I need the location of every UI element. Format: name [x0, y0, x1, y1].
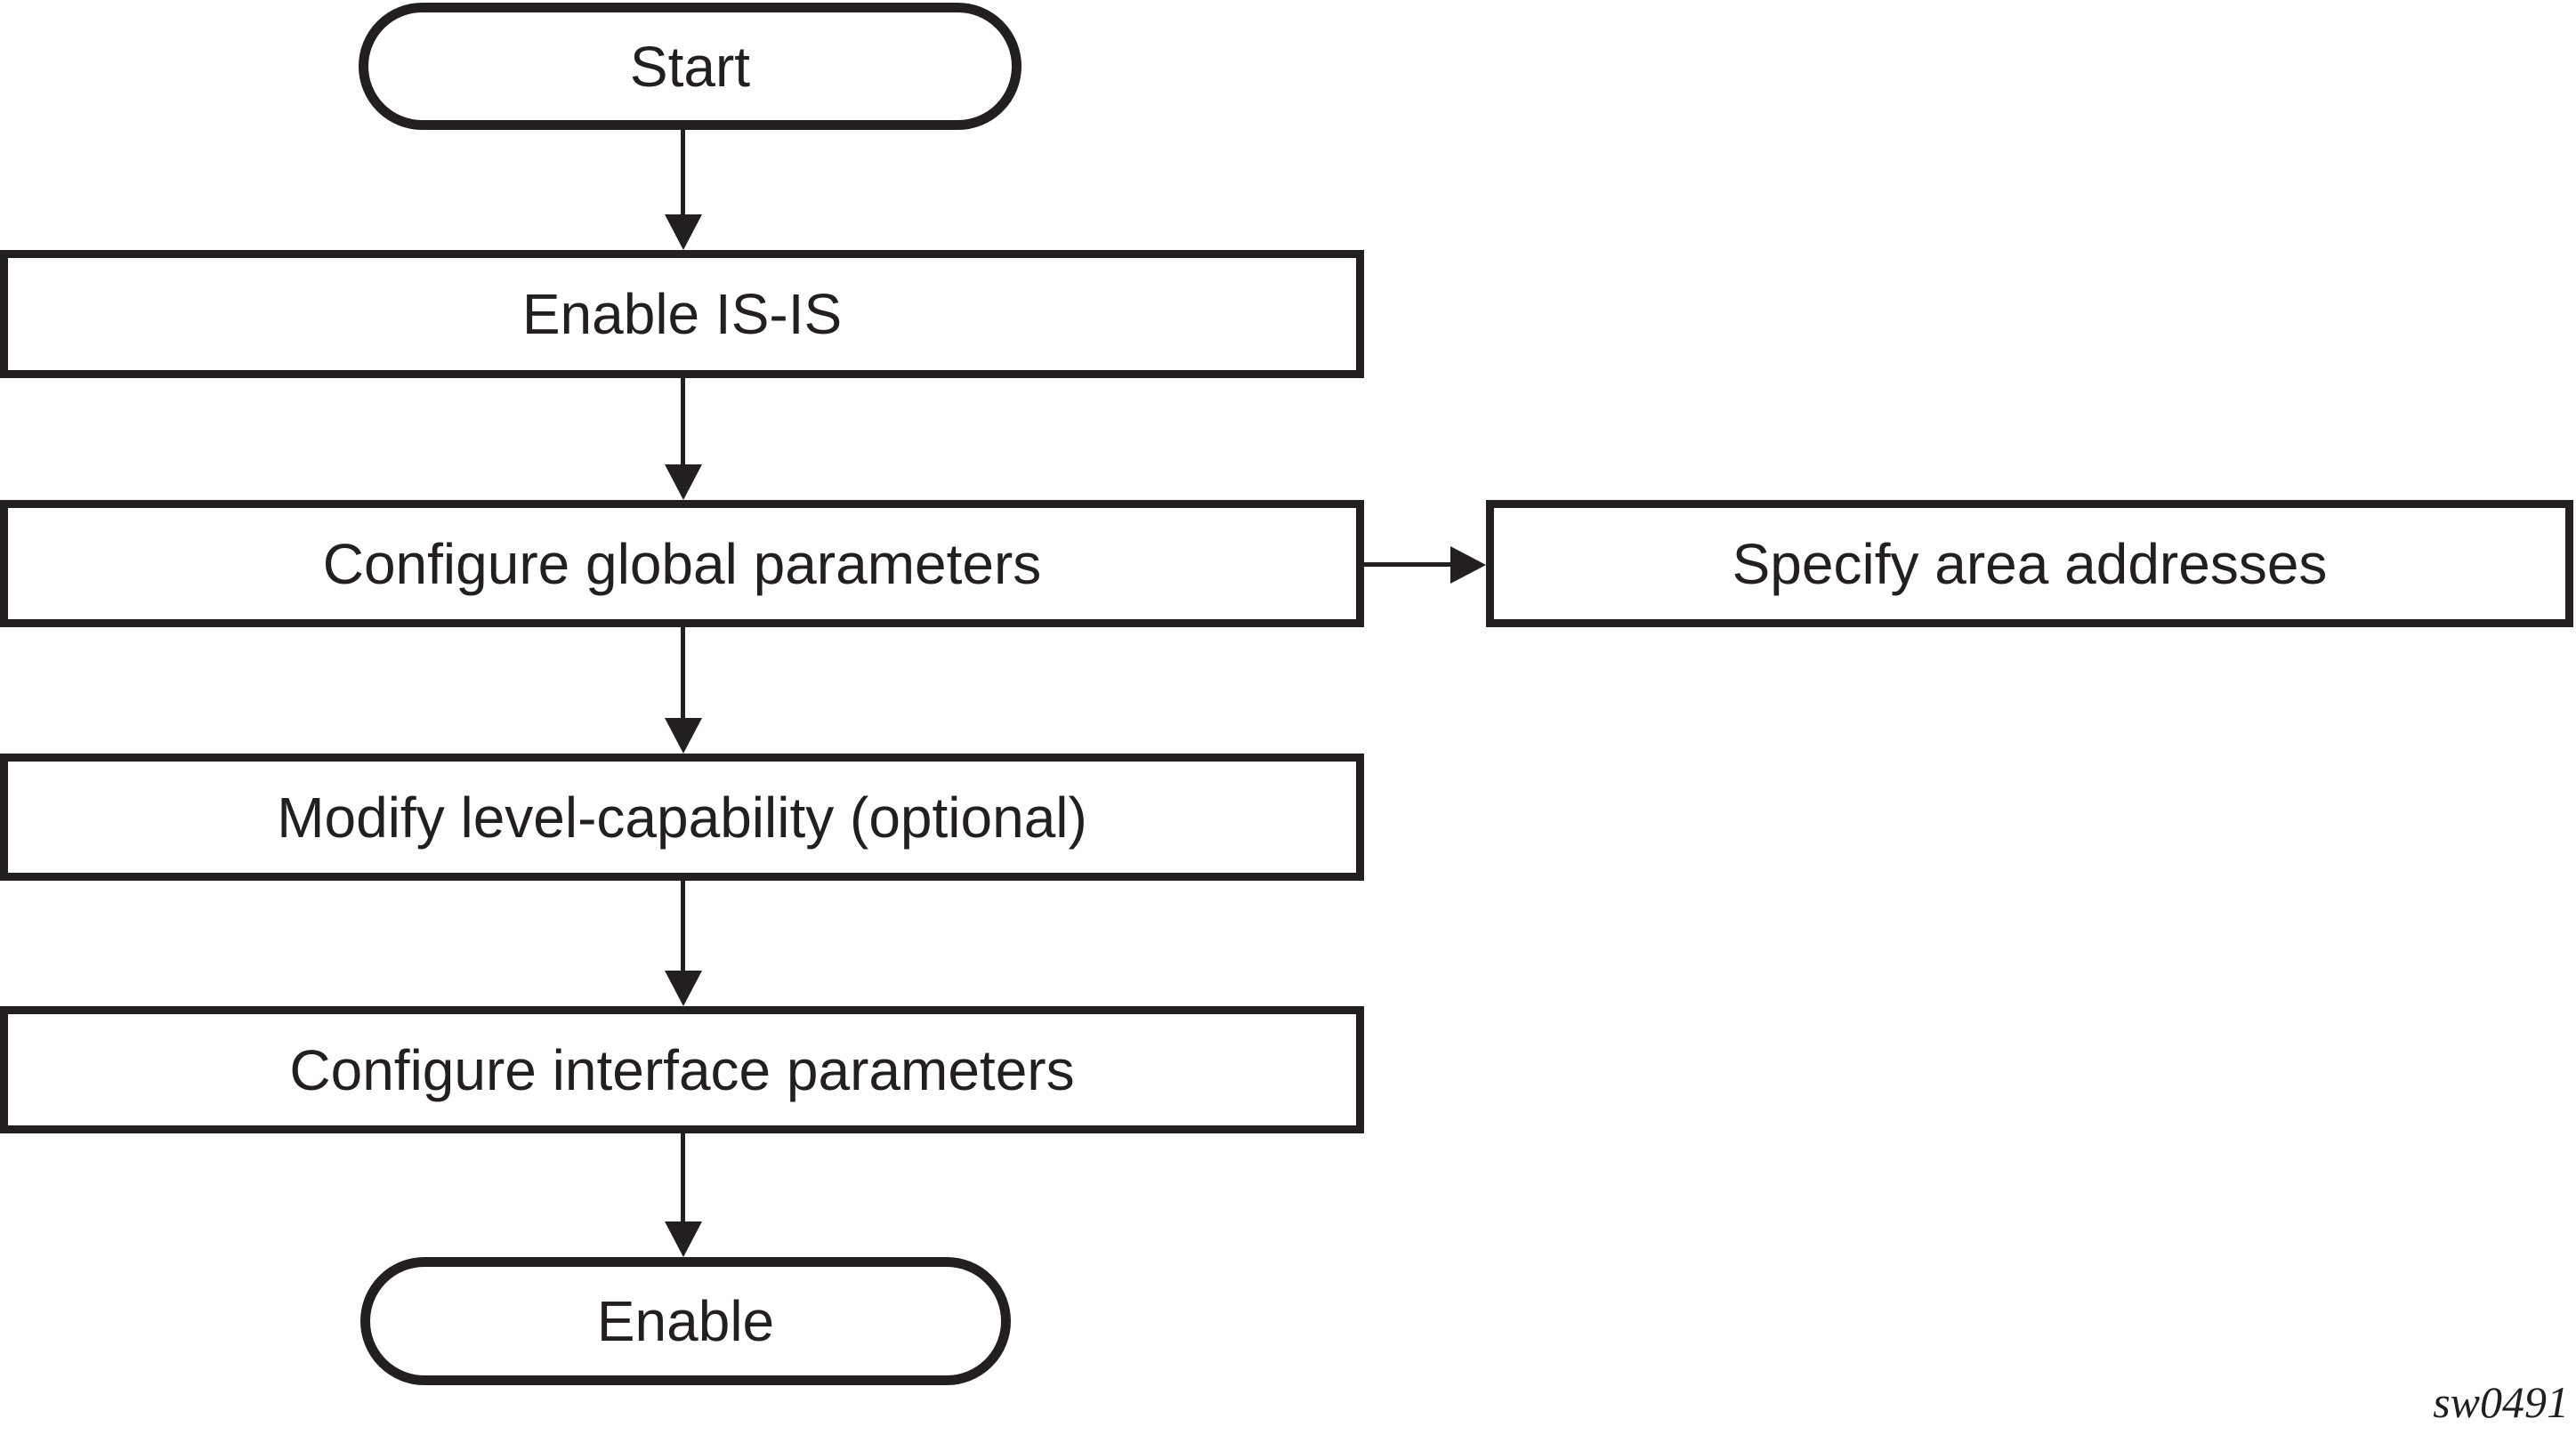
- arrowhead-right-icon: [1450, 546, 1486, 584]
- node-configure-global-label: Configure global parameters: [322, 531, 1042, 596]
- arrowhead-down-icon: [665, 464, 702, 500]
- node-modify-level: Modify level-capability (optional): [0, 754, 1364, 881]
- figure-id-watermark: sw0491: [2433, 1377, 2569, 1427]
- node-enable: Enable: [360, 1257, 1011, 1385]
- arrow-line: [681, 1133, 685, 1221]
- node-configure-global: Configure global parameters: [0, 500, 1364, 627]
- arrowhead-down-icon: [665, 214, 702, 250]
- node-enable-label: Enable: [596, 1289, 775, 1353]
- node-enable-isis-label: Enable IS-IS: [521, 282, 843, 346]
- node-configure-interface-label: Configure interface parameters: [289, 1037, 1075, 1102]
- arrow-line: [681, 378, 685, 464]
- arrow-line: [681, 627, 685, 718]
- arrowhead-down-icon: [665, 971, 702, 1006]
- node-enable-isis: Enable IS-IS: [0, 250, 1364, 378]
- node-configure-interface: Configure interface parameters: [0, 1006, 1364, 1133]
- node-modify-level-label: Modify level-capability (optional): [277, 785, 1087, 850]
- arrowhead-down-icon: [665, 1221, 702, 1257]
- arrow-line: [681, 881, 685, 971]
- arrow-line: [1364, 562, 1452, 567]
- node-specify-area: Specify area addresses: [1486, 500, 2573, 627]
- node-start-label: Start: [629, 34, 751, 99]
- arrow-line: [681, 130, 685, 216]
- node-specify-area-label: Specify area addresses: [1732, 531, 2328, 596]
- arrowhead-down-icon: [665, 718, 702, 754]
- node-start: Start: [359, 3, 1022, 130]
